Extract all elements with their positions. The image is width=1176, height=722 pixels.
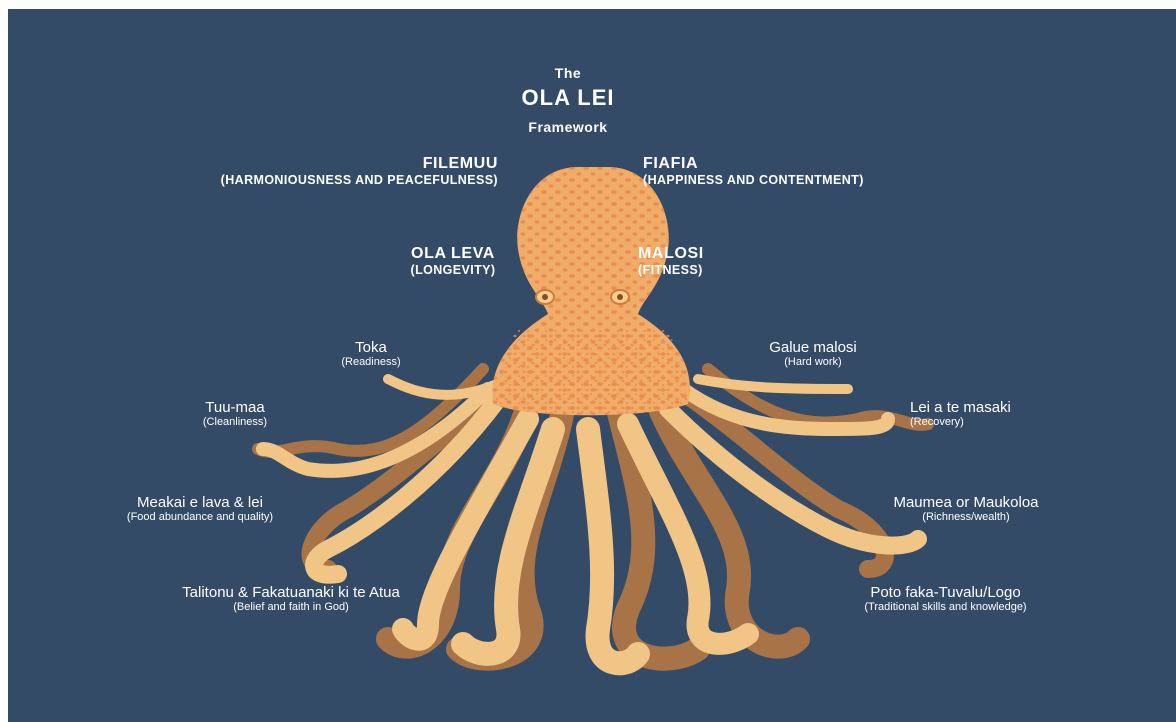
label-maumea-name: Maumea or Maukoloa xyxy=(876,494,1056,511)
label-toka-meaning: (Readiness) xyxy=(326,356,416,369)
label-lei-masaki: Lei a te masaki (Recovery) xyxy=(910,399,1050,429)
label-tuu-maa: Tuu-maa (Cleanliness) xyxy=(180,399,290,429)
label-lei-masaki-meaning: (Recovery) xyxy=(910,416,1050,429)
label-filemuu-name: FILEMUU xyxy=(188,155,498,173)
label-talitonu: Talitonu & Fakatuanaki ki te Atua (Belie… xyxy=(156,584,426,614)
label-filemuu: FILEMUU (HARMONIOUSNESS AND PEACEFULNESS… xyxy=(188,155,498,188)
label-malosi-meaning: (FITNESS) xyxy=(638,263,728,277)
label-ola-leva: OLA LEVA (LONGEVITY) xyxy=(398,245,508,278)
page-title: OLA LEI xyxy=(508,85,628,110)
label-talitonu-name: Talitonu & Fakatuanaki ki te Atua xyxy=(156,584,426,601)
label-galue: Galue malosi (Hard work) xyxy=(753,339,873,369)
label-meakai-name: Meakai e lava & lei xyxy=(100,494,300,511)
label-tuu-maa-meaning: (Cleanliness) xyxy=(180,416,290,429)
label-meakai: Meakai e lava & lei (Food abundance and … xyxy=(100,494,300,524)
label-lei-masaki-name: Lei a te masaki xyxy=(910,399,1050,416)
label-toka-name: Toka xyxy=(326,339,416,356)
label-malosi-name: MALOSI xyxy=(638,245,728,263)
label-poto-meaning: (Traditional skills and knowledge) xyxy=(838,601,1053,614)
label-malosi: MALOSI (FITNESS) xyxy=(638,245,728,278)
label-fiafia: FIAFIA (HAPPINESS AND CONTENTMENT) xyxy=(643,155,913,188)
label-maumea: Maumea or Maukoloa (Richness/wealth) xyxy=(876,494,1056,524)
title-pre: The xyxy=(543,65,593,81)
label-fiafia-meaning: (HAPPINESS AND CONTENTMENT) xyxy=(643,173,913,187)
label-ola-leva-name: OLA LEVA xyxy=(398,245,508,263)
label-ola-leva-meaning: (LONGEVITY) xyxy=(398,263,508,277)
octopus-body xyxy=(492,167,690,415)
label-galue-name: Galue malosi xyxy=(753,339,873,356)
label-poto-name: Poto faka-Tuvalu/Logo xyxy=(838,584,1053,601)
label-toka: Toka (Readiness) xyxy=(326,339,416,369)
label-poto: Poto faka-Tuvalu/Logo (Traditional skill… xyxy=(838,584,1053,614)
label-fiafia-name: FIAFIA xyxy=(643,155,913,173)
label-meakai-meaning: (Food abundance and quality) xyxy=(100,511,300,524)
label-filemuu-meaning: (HARMONIOUSNESS AND PEACEFULNESS) xyxy=(188,173,498,187)
label-tuu-maa-name: Tuu-maa xyxy=(180,399,290,416)
label-talitonu-meaning: (Belief and faith in God) xyxy=(156,601,426,614)
label-galue-meaning: (Hard work) xyxy=(753,356,873,369)
octopus-illustration xyxy=(8,9,1176,722)
diagram-canvas: The OLA LEI Framework FILEMUU (HARMONIOU… xyxy=(8,9,1176,722)
label-maumea-meaning: (Richness/wealth) xyxy=(876,511,1056,524)
title-post: Framework xyxy=(513,119,623,135)
